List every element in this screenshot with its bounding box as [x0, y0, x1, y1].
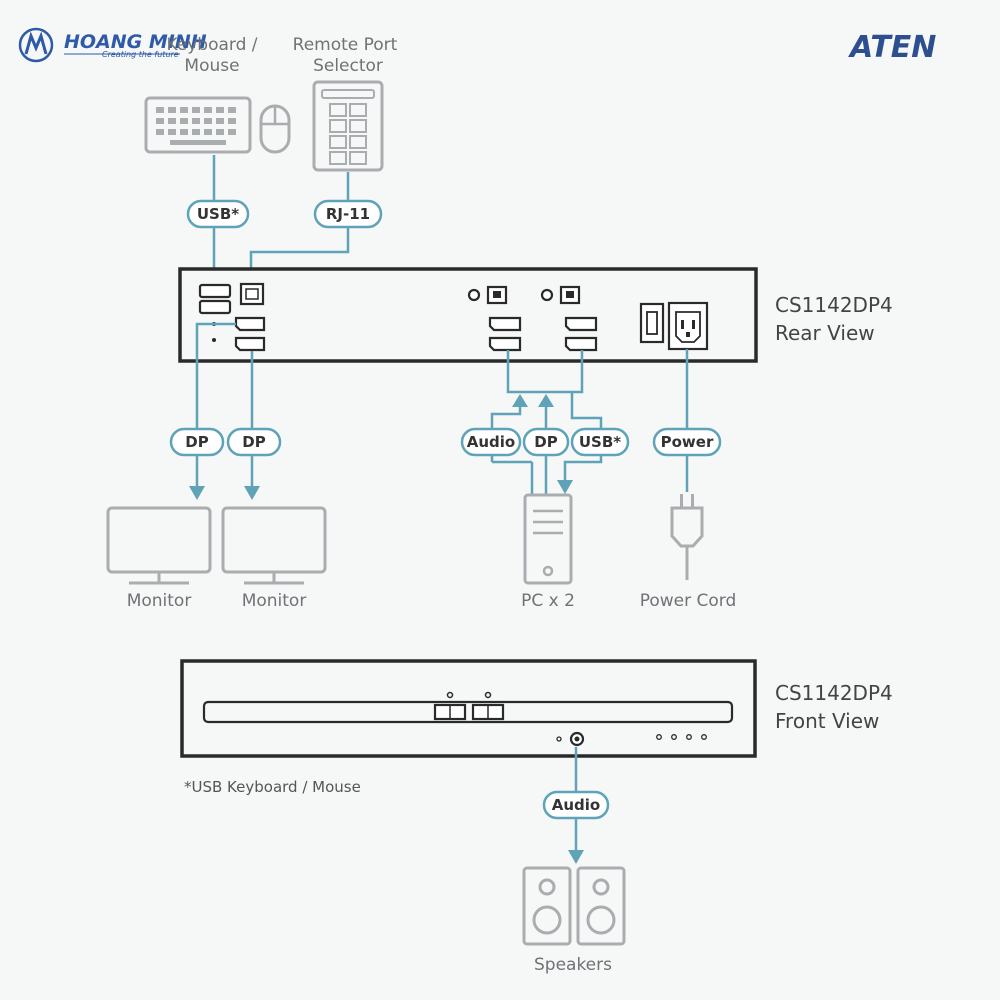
keyboard-icon	[144, 96, 252, 154]
power-connector-badge	[652, 427, 722, 457]
speakers-icon	[522, 866, 626, 946]
logo-ring-icon	[18, 27, 54, 63]
dp-connector-badge-pc	[522, 427, 570, 457]
status-led-3	[686, 734, 692, 740]
usb-connector-badge	[186, 199, 250, 229]
rj11-port	[239, 282, 265, 306]
audio-connector-label-front: Audio	[552, 796, 600, 814]
dp-connector-label-2: DP	[242, 433, 265, 451]
monitor-icon-1	[106, 506, 212, 585]
mouse-icon	[259, 104, 291, 154]
console-dp-port-2	[234, 336, 266, 352]
pc2-audio-jack	[540, 288, 554, 302]
power-cord-label: Power Cord	[640, 591, 737, 611]
dp-connector-badge-1	[169, 427, 225, 457]
keyboard-label-line2: Mouse	[184, 56, 239, 76]
monitor-label-2: Monitor	[242, 591, 307, 611]
keyboard-label-line1: Keyboard /	[166, 35, 257, 55]
logo-brand: HOANG MINH	[64, 31, 207, 53]
rear-panel	[178, 267, 758, 363]
usb-port-2	[198, 299, 232, 315]
usb-connector-label-pc: USB*	[579, 433, 621, 451]
rj11-connector-badge	[313, 199, 383, 229]
front-panel	[180, 659, 757, 758]
pc2-dp-port-1	[564, 316, 598, 332]
usb-footnote: *USB Keyboard / Mouse	[184, 778, 361, 796]
dp-connector-badge-2	[226, 427, 282, 457]
status-led-1	[656, 734, 662, 740]
monitor-icon-2	[221, 506, 327, 585]
power-connector-label: Power	[661, 433, 714, 451]
speakers-label: Speakers	[534, 955, 612, 975]
logo-tagline: Creating the future	[102, 50, 179, 59]
front-view-model: CS1142DP4	[775, 681, 893, 705]
rear-view-model: CS1142DP4	[775, 293, 893, 317]
pc-tower-icon	[523, 493, 573, 585]
front-view-title: Front View	[775, 709, 879, 733]
pc1-audio-jack	[467, 288, 481, 302]
usb-port-1	[198, 283, 232, 299]
status-led-4	[701, 734, 707, 740]
remote-port-selector-icon	[312, 80, 384, 172]
usb-connector-label: USB*	[197, 205, 239, 223]
audio-connector-badge-pc	[460, 427, 522, 457]
port-2-led	[484, 691, 492, 699]
aten-logo: ATEN	[848, 30, 936, 65]
audio-connector-label-pc: Audio	[467, 433, 515, 451]
console-dp-port-1	[234, 316, 266, 332]
pc-label: PC x 2	[521, 591, 575, 611]
power-plug-icon	[670, 494, 704, 580]
hoang-minh-logo: HOANG MINH Creating the future	[18, 27, 207, 63]
rj11-connector-label: RJ-11	[326, 205, 370, 223]
power-switch	[639, 302, 665, 344]
status-led-2	[671, 734, 677, 740]
pc1-dp-port-2	[488, 336, 522, 352]
pc1-dp-port-1	[488, 316, 522, 332]
remote-selector-label-line2: Selector	[313, 56, 383, 76]
logo-m-icon	[24, 31, 48, 55]
dp-connector-label-pc: DP	[534, 433, 557, 451]
remote-selector-label-line1: Remote Port	[293, 35, 398, 55]
port-1-led	[446, 691, 454, 699]
usb-connector-badge-pc	[570, 427, 630, 457]
rear-view-title: Rear View	[775, 321, 875, 345]
audio-connector-badge-front	[542, 790, 610, 820]
dp-connector-label-1: DP	[185, 433, 208, 451]
monitor-label-1: Monitor	[127, 591, 192, 611]
pc2-dp-port-2	[564, 336, 598, 352]
